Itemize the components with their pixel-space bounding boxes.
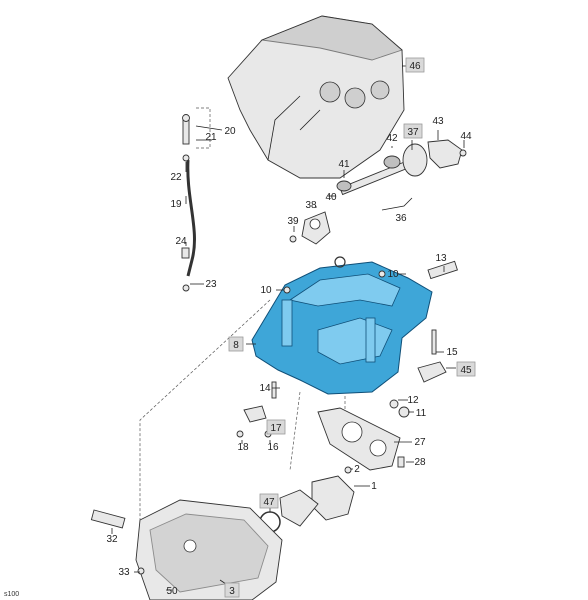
oil-pump-assembly: [259, 407, 405, 533]
oil-pan-upper-section: [251, 256, 433, 395]
callout-39: 39: [287, 216, 299, 227]
callout-1: 1: [371, 481, 377, 492]
callout-14: 14: [259, 383, 271, 394]
callout-47: 47: [263, 497, 275, 508]
engine-block: [227, 15, 405, 179]
callout-43: 43: [432, 116, 444, 127]
callout-15: 15: [446, 347, 458, 358]
oil-pan-lower: [90, 260, 458, 600]
assembly-guide-lines: [139, 299, 346, 520]
callout-box-47: [259, 493, 279, 509]
callout-40: 40: [325, 192, 337, 203]
callout-18: 18: [237, 442, 249, 453]
callout-28: 28: [414, 457, 426, 468]
callout-42: 42: [386, 133, 398, 144]
callout-45: 45: [460, 365, 472, 376]
callout-12: 12: [407, 395, 419, 406]
callout-27: 27: [414, 437, 426, 448]
callout-box-3: [224, 582, 240, 598]
callout-37: 37: [407, 127, 419, 138]
corner-reference-text: s100: [4, 591, 19, 598]
callout-box-37-top: [403, 123, 423, 139]
balance-shaft-assembly: [289, 139, 467, 245]
callout-16: 16: [267, 442, 279, 453]
callout-10-right: 10: [387, 269, 399, 280]
callout-32: 32: [106, 534, 118, 545]
callout-box-8: [228, 336, 244, 352]
callout-box-46: [405, 57, 425, 73]
callout-11: 11: [416, 408, 427, 419]
callout-17: 17: [270, 423, 282, 434]
callout-41: 41: [338, 159, 350, 170]
callout-33: 33: [118, 567, 130, 578]
callout-23: 23: [205, 279, 217, 290]
callout-38: 38: [305, 200, 317, 211]
callout-3: 3: [229, 586, 235, 597]
callout-19: 19: [170, 199, 182, 210]
callout-50: 50: [166, 586, 178, 597]
callout-8: 8: [233, 340, 239, 351]
callout-21: 21: [205, 132, 217, 143]
callout-2: 2: [354, 464, 360, 475]
callout-22: 22: [170, 172, 182, 183]
callout-20: 20: [224, 126, 236, 137]
callout-box-45: [456, 361, 476, 377]
callout-46: 46: [409, 61, 421, 72]
callout-labels: 46 20 21 22 19 42 37 43 44 41 40 38 36 3…: [4, 57, 476, 598]
callout-13: 13: [435, 253, 447, 264]
callout-36: 36: [395, 213, 407, 224]
callout-box-17: [266, 419, 286, 435]
dipstick-assembly: [181, 107, 211, 292]
callout-44: 44: [460, 131, 472, 142]
callout-24: 24: [175, 236, 187, 247]
callout-10-left: 10: [260, 285, 272, 296]
